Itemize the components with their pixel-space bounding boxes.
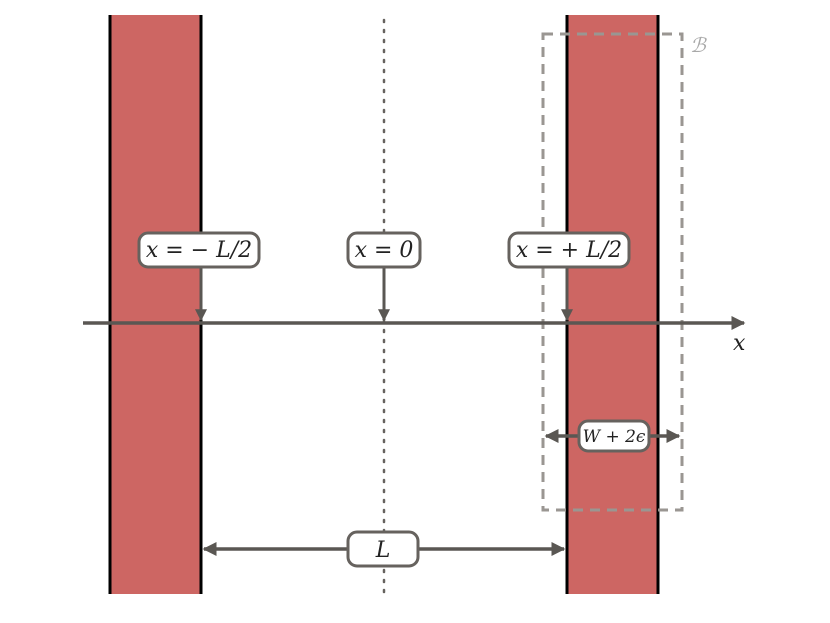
marker-left-label: x = − L/2 xyxy=(137,231,261,269)
marker-right-label: x = + L/2 xyxy=(507,231,631,269)
separation-dimension-label: L xyxy=(346,530,420,568)
svg-text:L: L xyxy=(375,538,391,563)
region-box xyxy=(541,32,684,512)
svg-text:x = + L/2: x = + L/2 xyxy=(516,238,622,263)
width-dimension-label: W + 2ϵ xyxy=(577,419,651,453)
x-axis-label: x xyxy=(733,331,746,356)
svg-text:x = − L/2: x = − L/2 xyxy=(146,238,252,263)
right-plate xyxy=(565,15,660,594)
svg-text:x = 0: x = 0 xyxy=(355,238,414,263)
region-label: ℬ xyxy=(690,33,707,57)
svg-text:W + 2ϵ: W + 2ϵ xyxy=(583,427,646,447)
left-plate xyxy=(108,15,203,594)
marker-center-label: x = 0 xyxy=(346,231,422,269)
